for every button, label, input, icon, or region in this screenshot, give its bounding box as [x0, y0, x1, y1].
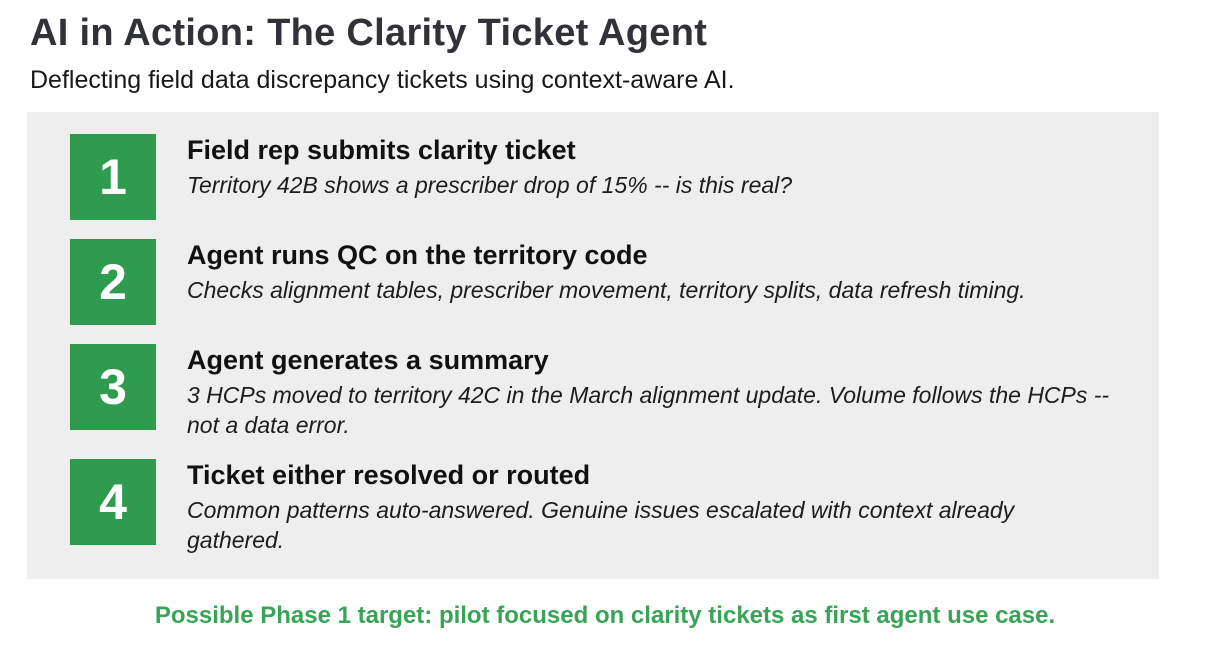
step-title: Field rep submits clarity ticket — [187, 134, 576, 165]
step-row-3: 3 Agent generates a summary 3 HCPs moved… — [70, 343, 1129, 441]
page-subtitle: Deflecting field data discrepancy ticket… — [30, 65, 735, 94]
step-title: Agent runs QC on the territory code — [187, 239, 648, 270]
step-title: Agent generates a summary — [187, 344, 549, 375]
step-row-2: 2 Agent runs QC on the territory code Ch… — [70, 238, 1129, 325]
step-body: Ticket either resolved or routed Common … — [187, 459, 1117, 556]
step-number-badge: 1 — [70, 133, 156, 220]
footer-note: Possible Phase 1 target: pilot focused o… — [154, 601, 1056, 629]
step-number-badge: 3 — [70, 343, 156, 430]
step-description: Territory 42B shows a prescriber drop of… — [187, 171, 793, 198]
step-row-4: 4 Ticket either resolved or routed Commo… — [70, 459, 1129, 556]
step-row-1: 1 Field rep submits clarity ticket Terri… — [70, 133, 1129, 220]
step-description: Common patterns auto-answered. Genuine i… — [187, 497, 1015, 554]
step-number-badge: 2 — [70, 238, 156, 325]
step-title: Ticket either resolved or routed — [187, 460, 591, 491]
header: AI in Action: The Clarity Ticket Agent D… — [0, 0, 1210, 95]
page-title: AI in Action: The Clarity Ticket Agent — [30, 12, 708, 54]
step-number-badge: 4 — [70, 459, 156, 546]
step-body: Agent runs QC on the territory code Chec… — [187, 239, 1026, 305]
step-description: Checks alignment tables, prescriber move… — [187, 276, 1026, 303]
step-body: Field rep submits clarity ticket Territo… — [187, 134, 792, 200]
step-description: 3 HCPs moved to territory 42C in the Mar… — [187, 381, 1110, 438]
step-body: Agent generates a summary 3 HCPs moved t… — [187, 344, 1117, 441]
steps-panel: 1 Field rep submits clarity ticket Terri… — [27, 111, 1159, 579]
